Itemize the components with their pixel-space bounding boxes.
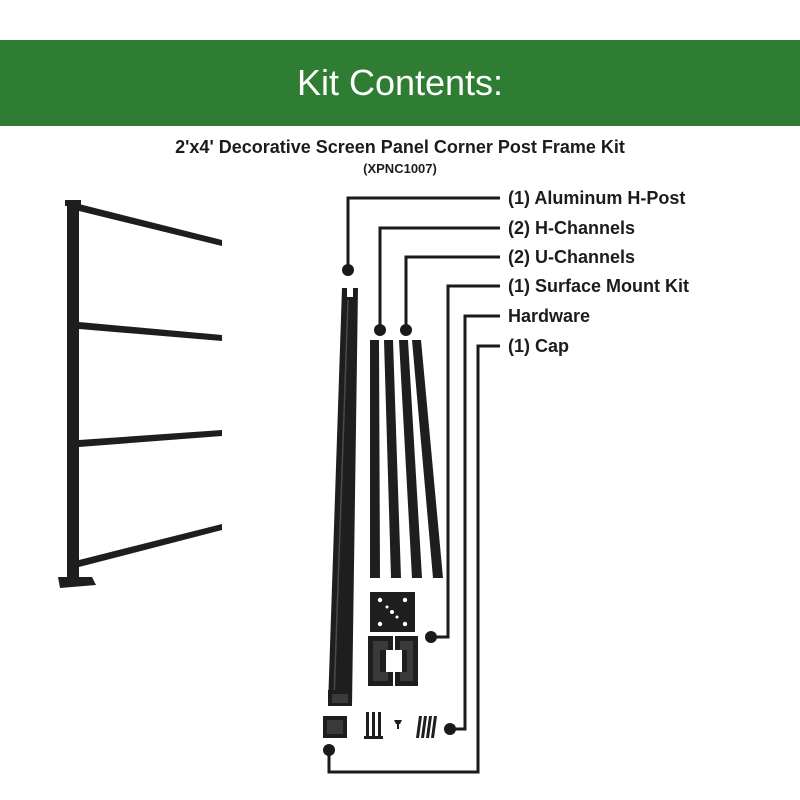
kit-code: (XPNC1007) <box>363 161 437 176</box>
leader-dots <box>323 264 456 756</box>
leader-dot-cap <box>323 744 335 756</box>
leader-dot-h-channels <box>374 324 386 336</box>
assembled-post-cap <box>65 200 81 206</box>
channels-part <box>370 340 443 578</box>
leader-u-channels <box>404 255 500 330</box>
leader-h-post <box>346 196 500 268</box>
leader-lines <box>327 196 500 774</box>
assembled-base-plate <box>58 577 96 588</box>
kit-title: 2'x4' Decorative Screen Panel Corner Pos… <box>175 137 625 157</box>
hardware-part <box>364 712 437 739</box>
label-aluminum-h-post: (1) Aluminum H-Post <box>508 188 686 208</box>
surface-mount-covers <box>368 636 418 686</box>
assembled-rail-3 <box>79 430 222 447</box>
cap-part <box>323 716 347 738</box>
title-banner: Kit Contents: <box>0 40 800 126</box>
surface-mount-plate <box>370 592 415 632</box>
label-cap: (1) Cap <box>508 336 570 356</box>
banner-title: Kit Contents: <box>296 62 504 103</box>
leader-dot-hardware <box>444 723 456 735</box>
leader-hardware <box>450 314 500 731</box>
assembled-post <box>67 200 79 580</box>
label-u-channels: (2) U-Channels <box>508 247 636 267</box>
leader-dot-h-post <box>342 264 354 276</box>
assembled-rail-2 <box>79 322 222 341</box>
leader-dot-u-channels <box>400 324 412 336</box>
assembled-rail-1 <box>79 204 222 246</box>
label-h-channels: (2) H-Channels <box>508 218 636 238</box>
label-hardware: Hardware <box>508 306 591 326</box>
leader-dot-surface-mount-kit <box>425 631 437 643</box>
h-post-part <box>328 285 358 706</box>
leader-cap <box>327 344 500 774</box>
assembled-rail-4 <box>79 524 222 567</box>
assembled-frame-illustration <box>58 200 222 588</box>
leader-h-channels <box>378 226 500 330</box>
leader-surface-mount-kit <box>432 284 500 639</box>
label-surface-mount-kit: (1) Surface Mount Kit <box>508 276 690 296</box>
